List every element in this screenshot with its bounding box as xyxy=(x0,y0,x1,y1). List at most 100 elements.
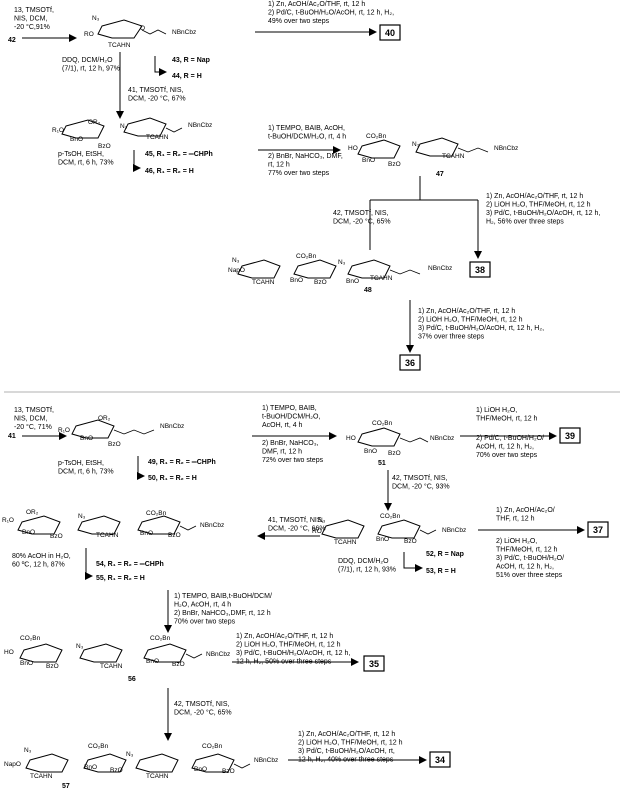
linker-bond xyxy=(185,653,203,659)
structure-fragment: OR₂ xyxy=(98,415,111,422)
structure-fragment: CO₂Bn xyxy=(380,513,401,520)
compound-label: 54, R₁ = R₂ = ═CHPh xyxy=(96,561,164,568)
structure-fragment: BzO xyxy=(98,143,111,150)
condition-line: 1) Zn, AcOH/Ac₂O/THF, rt, 12 h xyxy=(418,308,515,315)
linker-bond xyxy=(457,147,489,153)
target-frame xyxy=(363,655,385,672)
target-number: 38 xyxy=(475,265,485,275)
structure-fragment: NapO xyxy=(228,267,245,274)
condition-line: 1) Zn, AcOH/Ac₂O/THF, rt, 12 h xyxy=(298,731,395,738)
condition-line: DCM, -20 °C, 65% xyxy=(174,709,232,717)
structure-fragment: N₃ xyxy=(76,643,84,650)
target-box-35: 35 xyxy=(363,655,385,672)
arrow xyxy=(369,176,478,258)
condition-s10: 1) Zn, AcOH/Ac₂O/THF, rt, 12 h2) LiOH H₂… xyxy=(418,308,544,341)
condition-line: 3) Pd/C, t-BuOH/H₂O/ xyxy=(496,555,564,562)
condition-line: H₂, 56% over three steps xyxy=(486,219,564,226)
condition-line: 3) Pd/C, t-BuOH/H₂O/AcOH, rt, xyxy=(298,748,395,755)
condition-s12: p-TsOH, EtSH,DCM, rt, 6 h, 73% xyxy=(58,460,114,476)
ring xyxy=(25,753,69,773)
condition-line: 13, TMSOTf, xyxy=(14,7,54,14)
compound-label: 47 xyxy=(436,171,444,178)
structure-fragment: NBnCbz xyxy=(172,29,196,36)
ring xyxy=(143,643,187,663)
condition-line: 1) Zn, AcOH/Ac₂O/THF, rt, 12 h xyxy=(486,193,583,200)
condition-line: 13, TMSOTf, xyxy=(14,407,54,414)
condition-line: (7/1), rt, 12 h, 97% xyxy=(62,66,120,73)
target-number: 37 xyxy=(593,525,603,535)
arrow xyxy=(154,56,167,76)
condition-s11: 13, TMSOTf,NIS, DCM,-20 °C, 71% xyxy=(14,407,54,431)
structure-fragment: BnO xyxy=(140,530,153,537)
structure-fragment: BzO xyxy=(222,768,235,775)
condition-line: THF/MeOH, rt, 12 h xyxy=(476,416,538,423)
condition-line: 2) Pd/C, t-BuOH/H₂O/AcOH, rt, 12 h, H₂, xyxy=(268,10,394,17)
ring xyxy=(415,137,459,157)
condition-line: DCM, -20 °C, 67% xyxy=(128,95,186,103)
compound-label: 45, R₁ = R₂ = ═CHPh xyxy=(145,151,213,158)
reaction-arrows xyxy=(22,28,585,764)
structure-fragment: NBnCbz xyxy=(160,423,184,430)
condition-s23: 1) TEMPO, BAIB,t-BuOH/DCM/H₂O, AcOH, rt,… xyxy=(174,593,272,626)
target-frame xyxy=(379,24,401,41)
structure-fragment: BzO xyxy=(108,441,121,448)
target-frame xyxy=(429,751,451,768)
target-number: 36 xyxy=(405,358,415,368)
condition-line: 37% over three steps xyxy=(418,334,485,341)
structure-fragment: BzO xyxy=(110,767,123,774)
structure-fragment: N₃ xyxy=(24,747,32,754)
structure-fragment: TCAHN xyxy=(146,773,169,780)
condition-line: 2) BnBr, NaHCO₃, DMF, xyxy=(268,153,343,160)
structure-fragment: RO xyxy=(84,31,94,38)
condition-line: 1) Zn, AcOH/Ac₂O/THF, rt, 12 h xyxy=(268,1,365,8)
condition-s1: 1) Zn, AcOH/Ac₂O/THF, rt, 12 h 2) Pd/C, t… xyxy=(268,1,394,25)
target-frame xyxy=(399,354,421,371)
condition-line: 2) LiOH H₂O, THF/MeOH, rt, 12 h xyxy=(486,202,591,209)
ring xyxy=(17,515,61,535)
structure-fragment: BzO xyxy=(50,533,63,540)
arrow xyxy=(137,456,145,480)
structure-fragment: TCAHN xyxy=(442,153,465,160)
structure-fragment: N₃ xyxy=(232,257,240,264)
structure-fragment: BzO xyxy=(314,279,327,286)
condition-line: 42, TMSOTf, NIS, xyxy=(174,701,230,708)
ring xyxy=(135,753,179,773)
structure-fragment: NBnCbz xyxy=(188,122,212,129)
ring xyxy=(61,119,105,139)
target-box-36: 36 xyxy=(399,354,421,371)
condition-line: H₂O, AcOH, rt, 4 h xyxy=(174,602,231,609)
structure-fragment: NBnCbz xyxy=(494,145,518,152)
structure-fragment: BnO xyxy=(20,660,33,667)
structure-fragment: NBnCbz xyxy=(200,522,224,529)
condition-line: THF, rt, 12 h xyxy=(496,516,535,523)
condition-line: 2) LiOH H₂O, xyxy=(496,538,537,545)
structure-fragment: HO xyxy=(346,435,356,442)
condition-line: DDQ, DCM/H₂O xyxy=(62,57,113,64)
structure-fragment: BzO xyxy=(404,538,417,545)
condition-line: DCM, -20 °C, 93% xyxy=(392,483,450,491)
structure-fragment: N₃ xyxy=(120,123,128,130)
condition-s7: p-TsOH, EtSH,DCM, rt, 6 h, 73% xyxy=(58,151,114,167)
condition-line: -20 °C, 71% xyxy=(14,423,52,431)
condition-line: 2) Pd/C, t-BuOH/H₂O/ xyxy=(476,435,544,442)
structure-fragment: TCAHN xyxy=(146,134,169,141)
condition-line: DMF, rt, 12 h xyxy=(262,449,302,456)
structure-fragment: BzO xyxy=(388,450,401,457)
condition-s2: 13, TMSOTf,NIS, DCM,-20 °C,91% xyxy=(14,7,54,31)
structure-fragment: BnO xyxy=(80,435,93,442)
ring xyxy=(357,139,401,159)
ring xyxy=(191,753,235,773)
structure-fragment: N₃ xyxy=(78,513,86,520)
condition-line: 77% over two steps xyxy=(268,170,330,177)
condition-line: DCM, -20 °C, 65% xyxy=(333,218,391,226)
arrow xyxy=(85,548,93,580)
structure-fragment: TCAHN xyxy=(370,275,393,282)
condition-line: 1) Zn, AcOH/Ac₂O/ xyxy=(496,507,555,514)
structure-fragment: R₁O xyxy=(52,127,64,134)
structure-fragment: CO₂Bn xyxy=(202,743,223,750)
compound-label: 44, R = H xyxy=(172,73,202,80)
ring xyxy=(19,643,63,663)
structure-fragment: BnO xyxy=(84,764,97,771)
compound-label: 49, R₁ = R₂ = ═CHPh xyxy=(148,459,216,466)
